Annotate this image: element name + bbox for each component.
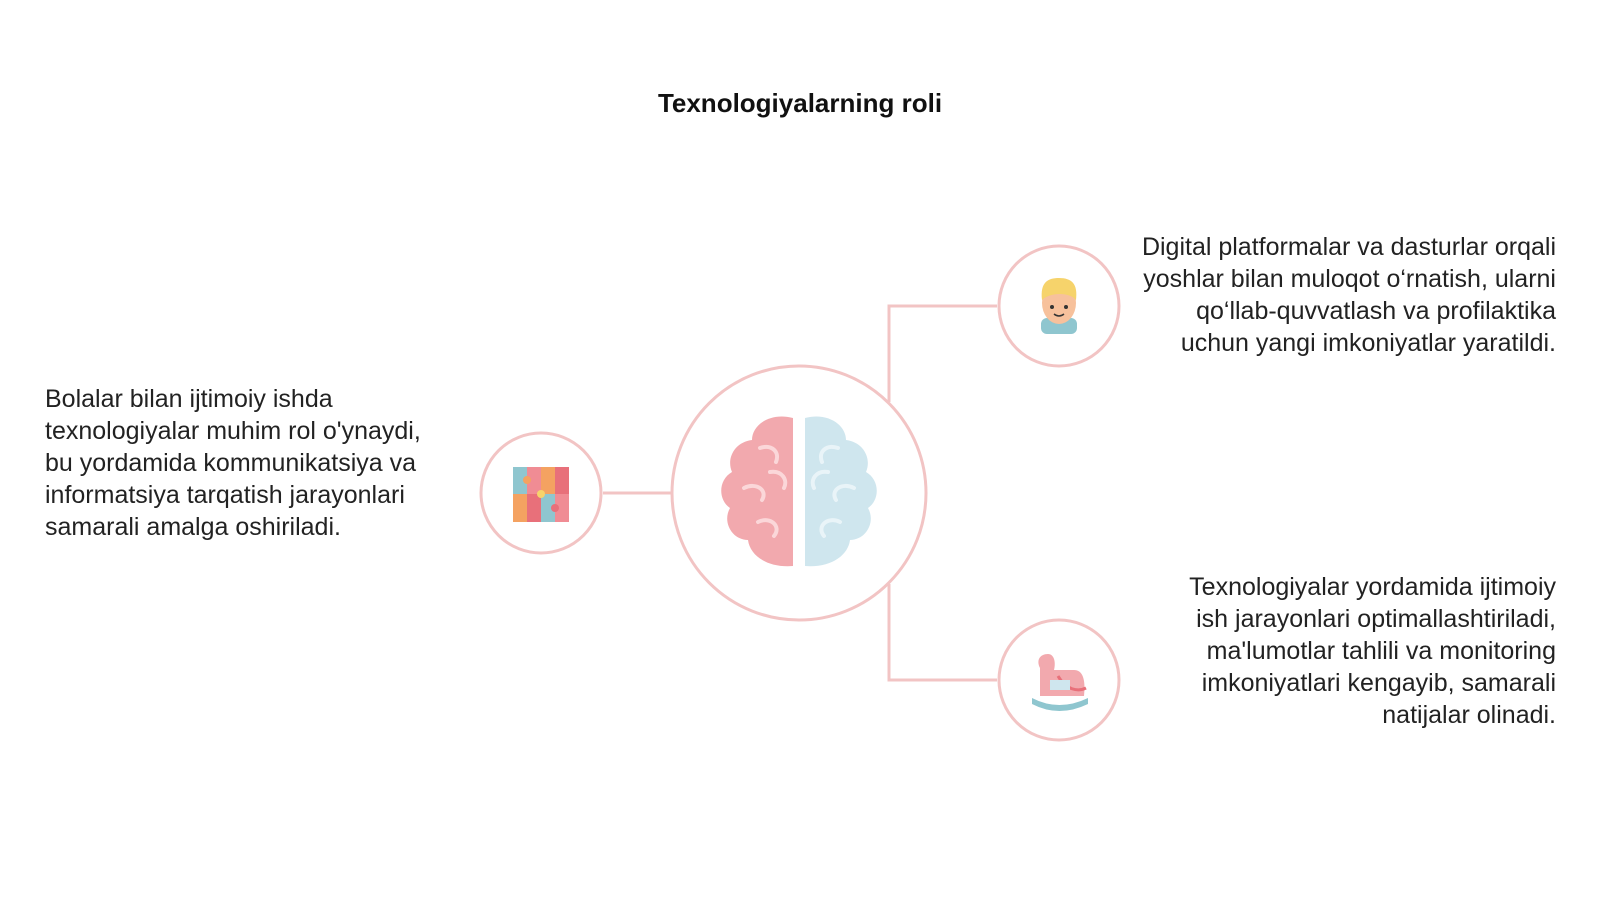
connector-lines	[603, 304, 997, 682]
rocking-horse-icon	[1032, 654, 1088, 711]
text-top-right: Digital platformalar va dasturlar orqali…	[1141, 233, 1556, 357]
puzzle-icon	[513, 467, 569, 522]
top-right-node	[997, 244, 1121, 368]
connector-bottom-right	[887, 584, 997, 682]
text-bottom-right: Texnologiyalar yordamida ijtimoiy ish ja…	[1189, 573, 1556, 729]
page-title: Texnologiyalarning roli	[657, 88, 943, 118]
bottom-right-node	[997, 618, 1121, 742]
child-face-icon	[1041, 278, 1077, 334]
brain-icon	[721, 416, 877, 568]
left-node	[479, 431, 603, 555]
center-node	[670, 364, 928, 622]
text-left: Bolalar bilan ijtimoiy ishda texnologiya…	[45, 385, 421, 541]
connector-top-right	[887, 304, 997, 402]
